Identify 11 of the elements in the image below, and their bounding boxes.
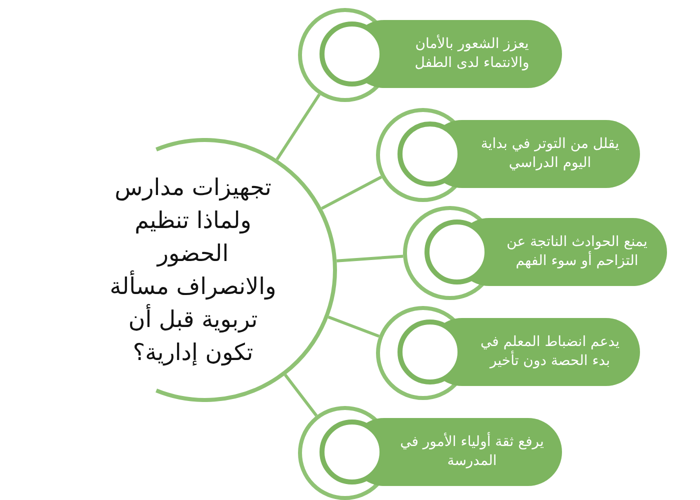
connector-line [328,316,380,338]
item-text: يعزز الشعور بالأمان والانتماء لدى الطفل [414,35,530,73]
connector-line [321,176,382,210]
connector-line [336,254,404,262]
heading-text: تجهيزات مدارس ولماذا تنظيم الحضور والانصراف مسألة تربوية قبل أن تكون إدارية؟ [108,174,278,368]
item-text: يرفع ثقة أولياء الأمور في المدرسة [400,433,544,471]
item-text: يقلل من التوتر في بداية اليوم الدراسي [480,135,620,173]
item-text: يدعم انضباط المعلم في بدء الحصة دون تأخير [480,333,620,371]
connector-line [284,374,318,417]
item-text: يمنع الحوادث الناتجة عن التزاحم أو سوء الفهم [506,233,648,271]
connector-line [276,94,321,160]
